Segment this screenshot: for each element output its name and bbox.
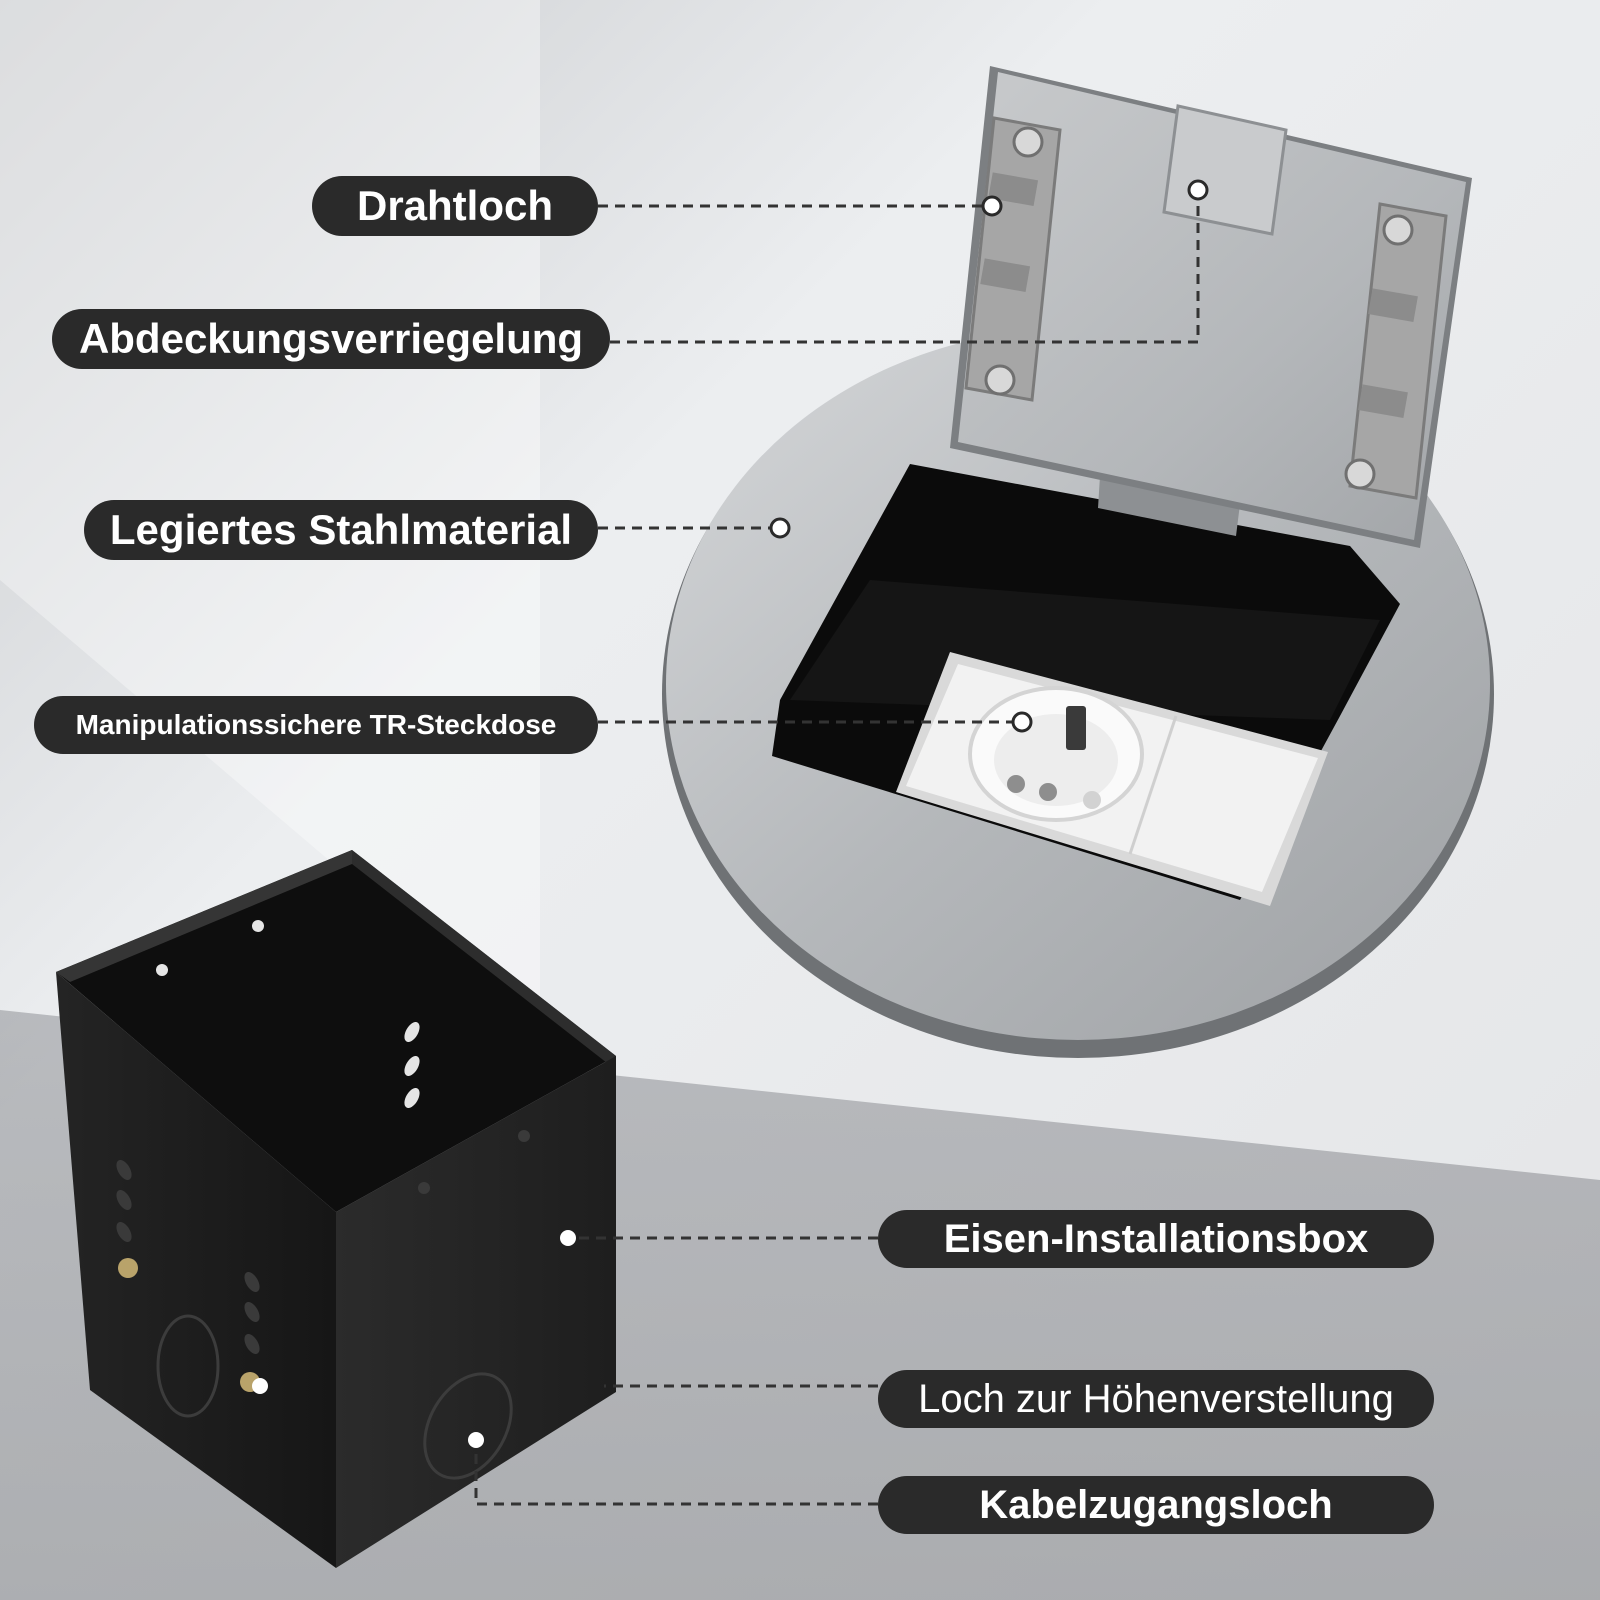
knockout-hole xyxy=(156,1314,220,1418)
label-eisen-installationsbox: Eisen-Installationsbox xyxy=(878,1210,1434,1268)
screw-icon xyxy=(1344,458,1376,490)
screw-icon xyxy=(1012,126,1044,158)
right-cover-latch xyxy=(1344,202,1448,500)
marker-dots xyxy=(769,179,1209,733)
cable-access-hole xyxy=(423,1372,513,1480)
height-adjust-slots xyxy=(116,1022,420,1354)
label-kabelzugangsloch: Kabelzugangsloch xyxy=(878,1476,1434,1534)
screw-icon xyxy=(118,1258,138,1278)
label-abdeckungsverriegelung: Abdeckungsverriegelung xyxy=(52,309,610,369)
leader-lines xyxy=(474,190,1200,1506)
label-tr-steckdose: Manipulationssichere TR-Steckdose xyxy=(34,696,598,754)
screw-icon xyxy=(984,364,1016,396)
marker-dots-box xyxy=(252,1230,576,1448)
label-hoehenverstellung: Loch zur Höhenverstellung xyxy=(878,1370,1434,1428)
left-cover-latch xyxy=(964,116,1062,402)
schuko-socket xyxy=(896,652,1328,906)
screw-icon xyxy=(1382,214,1414,246)
hinged-lid xyxy=(950,66,1472,548)
label-legiertes-stahlmaterial: Legiertes Stahlmaterial xyxy=(84,500,598,560)
label-drahtloch: Drahtloch xyxy=(312,176,598,236)
cable-flap xyxy=(1162,104,1288,236)
iron-install-box xyxy=(56,850,616,1568)
